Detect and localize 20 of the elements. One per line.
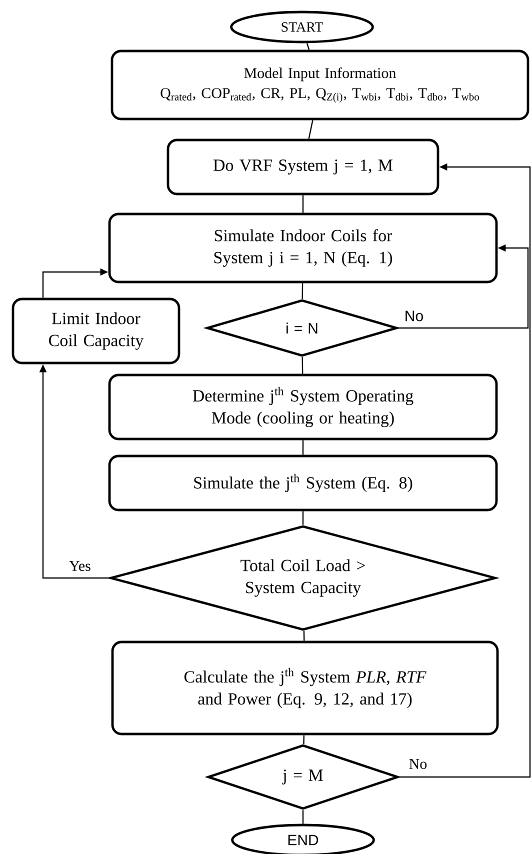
process-box: Calculate the j$^{th}$ System PLR, RTF and Power (Eq. 9, 12, and 17) [111,640,499,736]
process-box: Do VRF System j = 1, M [166,138,440,196]
edge-label: Yes [68,560,92,572]
connector-line [302,283,304,299]
process-box: Model Input Information Q$_{rated}$, COP$_{rated}$, CR, PL, Q$_{Z(i)}$, T$_{wbi}$, T$_{dbi}$, T$_{dbo}$, T$_{wbo}$ [110,50,530,120]
connector-line [306,43,310,50]
connector-line [303,735,305,744]
edge-label: No [403,310,425,322]
connector-line [302,511,304,525]
connector-line [303,630,305,641]
connector-line [302,195,304,213]
process-box: Simulate the j$^{th}$ System (Eq. 8) [108,454,498,512]
process-box: Determine j$^{th}$ System Operating Mode (cooling or heating) [108,374,498,440]
process-box: Simulate Indoor Coils for System j i = 1, N (Eq. 1) [108,212,498,284]
process-box: Limit Indoor Coil Capacity [12,298,180,364]
edge-label: No [408,758,428,770]
connector-line [308,120,314,139]
connector-line [302,440,304,455]
connector-line [302,357,304,374]
connector-line [302,810,304,824]
